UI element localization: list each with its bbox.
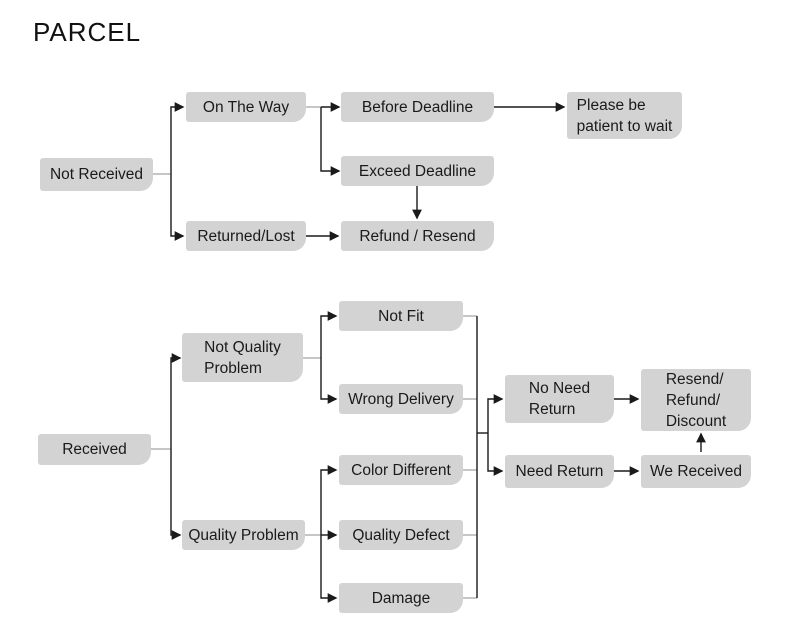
node-label: Please be patient to wait xyxy=(576,96,673,135)
node-before-deadline: Before Deadline xyxy=(341,92,494,122)
edge-arrow xyxy=(320,465,338,535)
node-label: Before Deadline xyxy=(361,98,474,116)
node-no-need-return: No Need Return xyxy=(505,375,614,423)
node-label: Refund / Resend xyxy=(359,227,476,245)
node-label: Need Return xyxy=(515,463,604,480)
node-not-quality-problem: Not Quality Problem xyxy=(182,333,303,382)
node-refund-resend: Refund / Resend xyxy=(341,221,494,251)
node-returned-lost: Returned/Lost xyxy=(186,221,306,251)
node-label: Damage xyxy=(371,589,431,607)
node-resend-refund-discount: Resend/ Refund/ Discount xyxy=(641,369,751,431)
node-not-received: Not Received xyxy=(40,158,153,191)
edge-group xyxy=(151,102,706,603)
node-label: Not Received xyxy=(49,166,144,183)
node-please-wait: Please be patient to wait xyxy=(567,92,682,139)
node-received: Received xyxy=(38,434,151,465)
edge-arrow xyxy=(170,174,185,241)
node-wrong-delivery: Wrong Delivery xyxy=(339,384,463,414)
node-label: Returned/Lost xyxy=(197,227,295,245)
node-label: We Received xyxy=(650,463,742,480)
node-damage: Damage xyxy=(339,583,463,613)
diagram-title: PARCEL xyxy=(33,17,142,47)
node-label: Color Different xyxy=(351,461,451,479)
node-label: On The Way xyxy=(202,98,290,116)
node-label: Resend/ Refund/ Discount xyxy=(665,370,727,430)
edge-arrow xyxy=(320,311,338,358)
node-label: Not Quality Problem xyxy=(204,338,281,377)
edge-arrow xyxy=(320,107,341,176)
node-label: Received xyxy=(62,441,127,458)
edge-arrow xyxy=(170,353,182,449)
node-we-received: We Received xyxy=(641,455,751,488)
edge-arrow xyxy=(320,358,338,404)
edge-arrow xyxy=(487,433,504,476)
node-on-the-way: On The Way xyxy=(186,92,306,122)
node-exceed-deadline: Exceed Deadline xyxy=(341,156,494,186)
node-label: Quality Problem xyxy=(188,526,299,544)
edge-arrow xyxy=(487,394,504,433)
node-quality-defect: Quality Defect xyxy=(339,520,463,550)
edge-arrow xyxy=(170,449,182,540)
node-need-return: Need Return xyxy=(505,455,614,488)
node-label: Exceed Deadline xyxy=(358,162,477,180)
node-label: Quality Defect xyxy=(352,526,450,544)
node-label: Not Fit xyxy=(378,307,424,325)
node-color-different: Color Different xyxy=(339,455,463,485)
node-quality-problem: Quality Problem xyxy=(182,520,305,550)
node-label: No Need Return xyxy=(528,380,591,418)
node-not-fit: Not Fit xyxy=(339,301,463,331)
node-label: Wrong Delivery xyxy=(348,390,454,408)
edge-arrow xyxy=(170,102,185,174)
edge-arrow xyxy=(320,535,338,603)
